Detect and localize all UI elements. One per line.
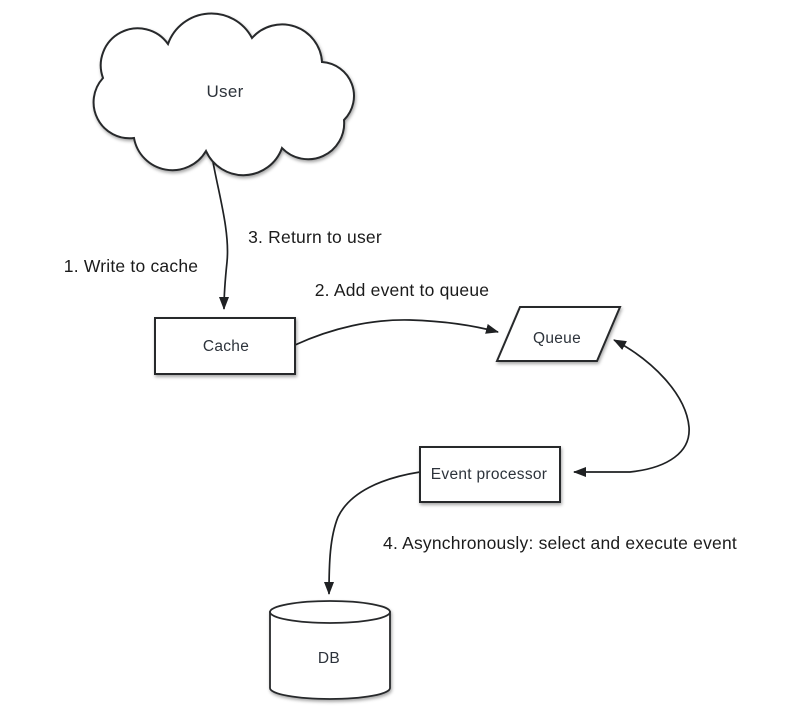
user-cloud-label: User xyxy=(206,82,243,101)
edge-event-processor-to-db xyxy=(324,471,421,595)
user-cloud-shape xyxy=(92,12,355,177)
step2-label: 2. Add event to queue xyxy=(315,280,489,300)
event-processor-box-shape xyxy=(419,446,561,503)
queue-label: Queue xyxy=(533,330,581,347)
step-annotations: 1. Write to cache 3. Return to user 2. A… xyxy=(64,227,737,553)
step1-label: 1. Write to cache xyxy=(64,256,198,276)
edge-cache-to-queue xyxy=(294,319,499,346)
step3-label: 3. Return to user xyxy=(248,227,382,247)
cache-box-label: Cache xyxy=(203,338,249,355)
diagram-edges xyxy=(212,161,690,595)
db-label: DB xyxy=(318,650,340,667)
edge-queue-event-processor xyxy=(573,339,690,477)
db-cylinder-shape xyxy=(269,600,391,700)
edge-user-to-cache xyxy=(212,161,230,310)
queue-parallelogram-shape xyxy=(495,306,622,362)
event-processor-label: Event processor xyxy=(431,466,548,483)
diagram-nodes: User Cache Queue Event processor DB xyxy=(92,12,622,700)
db-cylinder-body xyxy=(269,611,391,700)
step4-label: 4. Asynchronously: select and execute ev… xyxy=(383,533,737,553)
db-cylinder-top xyxy=(269,600,391,624)
cache-box-shape xyxy=(154,317,296,375)
